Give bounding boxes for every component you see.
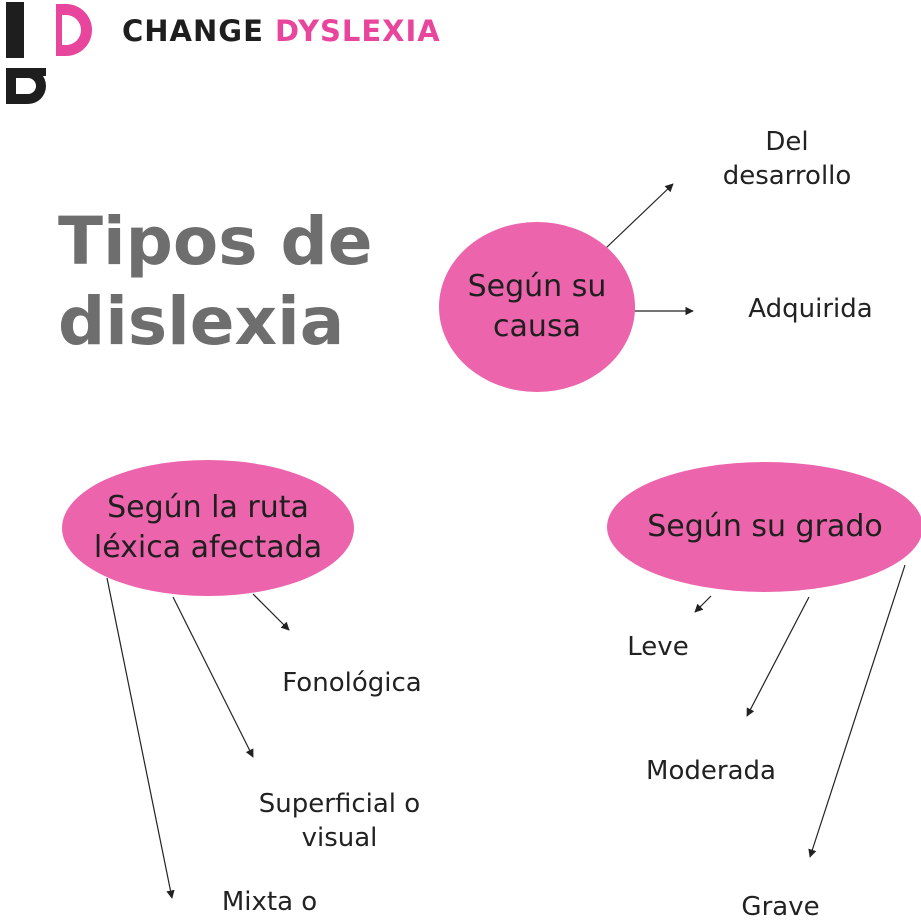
node-grado-label: Según su grado — [647, 509, 883, 544]
leaf-del-desarrollo: Del desarrollo — [712, 125, 862, 193]
title-line-1: Tipos de — [58, 203, 373, 280]
arrow-grado-leve — [694, 595, 712, 613]
leaf-fonologica: Fonológica — [282, 668, 422, 698]
title-line-2: dislexia — [58, 283, 345, 360]
leaf-leve: Leve — [627, 632, 689, 662]
arrow-grado-moderada — [746, 596, 810, 717]
node-segun-la-ruta: Según la ruta léxica afectada — [62, 460, 354, 596]
leaf-superficial-o-visual: Superficial o visual — [247, 787, 432, 855]
node-causa-line-1: Según su — [467, 269, 607, 304]
node-segun-su-causa: Según su causa — [439, 222, 635, 392]
leaf-adquirida: Adquirida — [748, 294, 873, 324]
leaf-superficial-line-1: Superficial o — [258, 789, 421, 819]
logo-icon — [6, 2, 92, 104]
leaf-grave: Grave — [741, 892, 820, 922]
arrow-causa-desarrollo — [605, 183, 674, 249]
arrow-grado-grave — [808, 564, 906, 858]
leaf-mixta: Mixta o — [221, 887, 318, 917]
leaf-desarrollo-line-1: Del — [765, 127, 809, 157]
brand-name: CHANGE DYSLEXIA — [122, 14, 441, 48]
leaf-moderada: Moderada — [646, 756, 776, 786]
arrow-ruta-superficial — [172, 596, 254, 758]
node-ruta-line-1: Según la ruta — [107, 490, 309, 525]
node-segun-su-grado: Según su grado — [607, 462, 921, 592]
arrow-ruta-fonologica — [252, 593, 290, 631]
node-causa-line-2: causa — [493, 309, 581, 344]
leaf-desarrollo-line-2: desarrollo — [722, 161, 852, 191]
brand-word-dyslexia: DYSLEXIA — [275, 14, 441, 48]
brand-word-change: CHANGE — [122, 14, 264, 48]
leaf-superficial-line-2: visual — [301, 823, 378, 853]
page-title: Tipos de dislexia — [58, 202, 388, 362]
node-ruta-line-2: léxica afectada — [93, 530, 323, 565]
arrow-ruta-mixta — [106, 577, 175, 899]
